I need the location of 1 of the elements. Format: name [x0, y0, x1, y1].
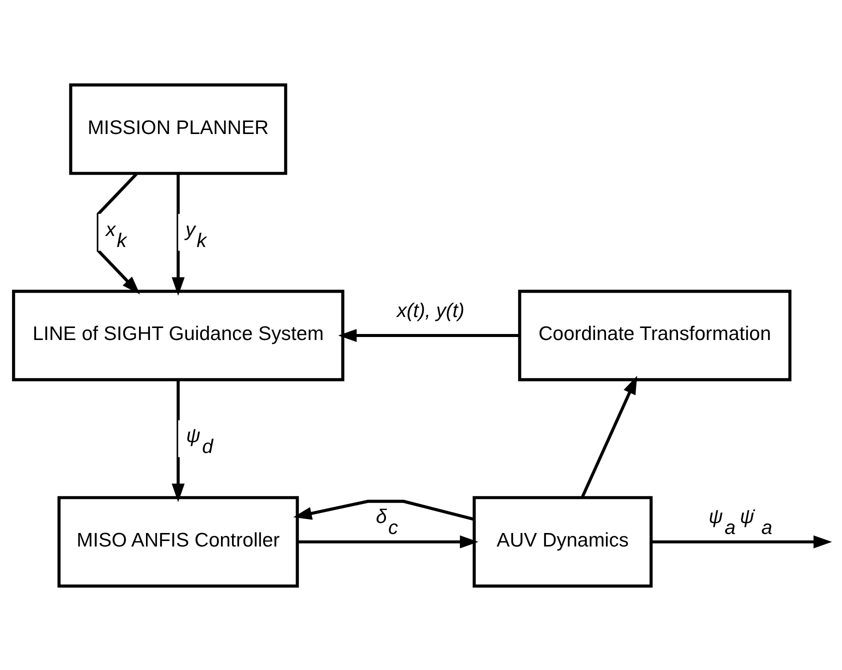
edge-label: x(t), y(t) [396, 299, 464, 322]
